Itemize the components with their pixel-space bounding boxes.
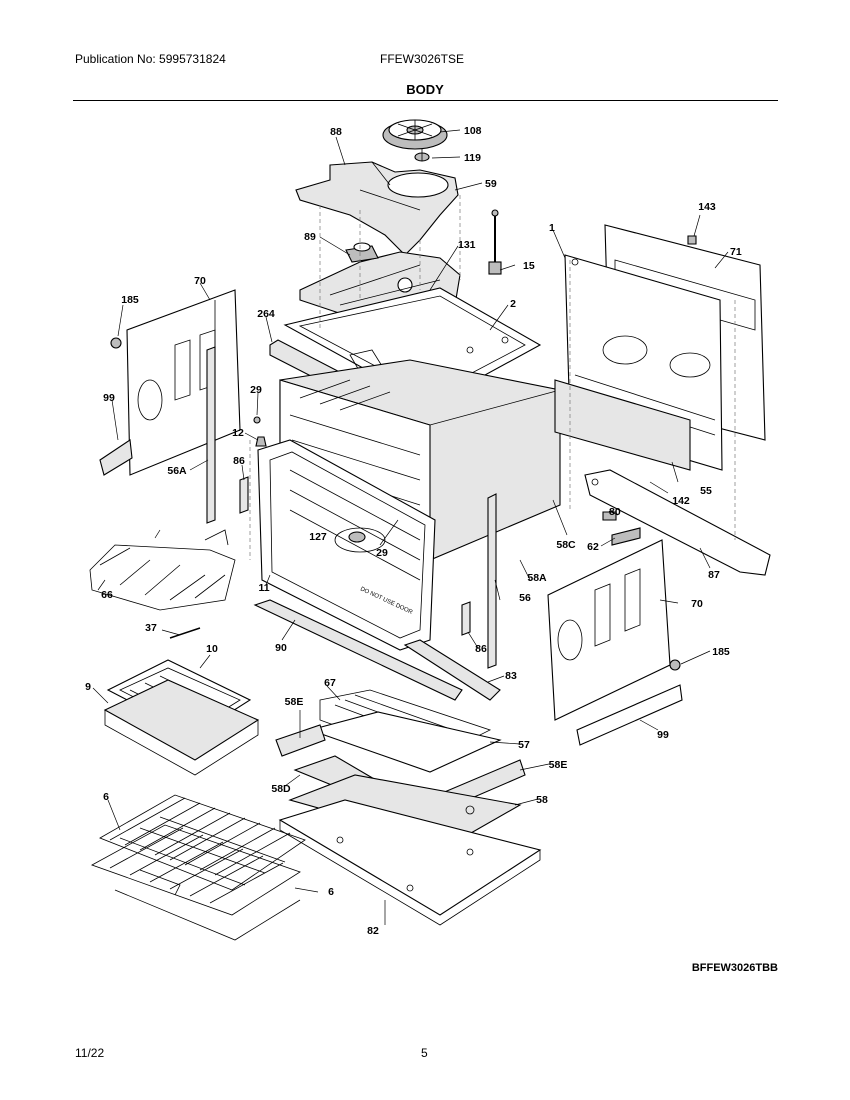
revision-date: 11/22 <box>75 1046 105 1060</box>
sensor-probe-part <box>488 209 502 275</box>
callout-58C: 58C <box>556 539 576 551</box>
callout-89: 89 <box>304 231 316 243</box>
callout-67: 67 <box>324 677 336 689</box>
callout-264: 264 <box>257 308 275 320</box>
right-foot-part <box>669 659 681 671</box>
callout-80: 80 <box>609 506 621 518</box>
callout-66: 66 <box>101 589 113 601</box>
callout-99-right: 99 <box>657 729 669 741</box>
callout-6-top: 6 <box>103 791 109 803</box>
limit-switch-part <box>345 242 379 263</box>
drawing-code: BFFEW3026TBB <box>691 962 778 974</box>
callout-59: 59 <box>485 178 497 190</box>
bottom-panel-part <box>308 711 502 773</box>
bake-cover-rail-part <box>403 639 501 701</box>
callout-1: 1 <box>549 222 555 234</box>
callout-127: 127 <box>309 531 327 543</box>
callout-86-right: 86 <box>475 643 487 655</box>
callout-142: 142 <box>672 495 690 507</box>
callout-71: 71 <box>730 246 742 258</box>
bottom-rear-rail-part <box>584 469 771 576</box>
callout-37: 37 <box>145 622 157 634</box>
callout-87: 87 <box>708 569 720 581</box>
fan-motor-part <box>382 119 448 150</box>
callout-15: 15 <box>523 260 535 272</box>
callout-185-right: 185 <box>712 646 730 658</box>
callout-70-right: 70 <box>691 598 703 610</box>
model-number: FFEW3026TSE <box>380 52 465 66</box>
bottom-tray-part <box>278 799 542 926</box>
broiler-pan-part <box>103 679 260 776</box>
page-title: BODY <box>406 82 444 97</box>
left-rail-part <box>206 346 216 524</box>
callout-9: 9 <box>85 681 91 693</box>
left-foot-part <box>110 337 122 349</box>
callout-58E-left: 58E <box>285 696 304 708</box>
publication-number: Publication No: 5995731824 <box>75 52 226 66</box>
fan-bracket-part <box>414 149 430 162</box>
door-liner-part: DO NOT USE DOOR <box>257 439 436 651</box>
callout-99-left: 99 <box>103 392 115 404</box>
right-rail-part <box>487 493 497 669</box>
top-clip-part <box>687 235 697 245</box>
callout-11: 11 <box>258 582 269 594</box>
front-trim-part <box>253 599 463 701</box>
callout-57: 57 <box>518 739 530 751</box>
callout-56A: 56A <box>167 465 187 477</box>
callout-70-left: 70 <box>194 275 206 287</box>
callout-131: 131 <box>458 239 476 251</box>
callout-108: 108 <box>464 125 482 137</box>
callout-58E-right: 58E <box>549 759 568 771</box>
broil-element-part <box>89 529 236 611</box>
left-trim-part <box>99 439 133 476</box>
callout-62: 62 <box>587 541 599 553</box>
small-fastener-part <box>169 416 641 639</box>
page-number: 5 <box>421 1046 428 1060</box>
callout-58: 58 <box>536 794 548 806</box>
callout-2: 2 <box>510 298 516 310</box>
callout-86-left: 86 <box>233 455 245 467</box>
callout-119: 119 <box>464 152 481 164</box>
callout-90: 90 <box>275 642 287 654</box>
callout-185-left: 185 <box>121 294 139 306</box>
callout-58A: 58A <box>527 572 547 584</box>
right-trim-part <box>576 684 683 746</box>
callout-58D: 58D <box>271 783 291 795</box>
insulation-left-part <box>275 724 326 757</box>
small-hinge-right-part <box>461 601 471 636</box>
rear-bracket-part <box>554 379 691 471</box>
callout-6-bottom: 6 <box>328 886 334 898</box>
callout-10: 10 <box>206 643 218 655</box>
right-side-panel-part <box>547 539 671 721</box>
oven-rack-upper-part <box>99 794 306 891</box>
oven-rack-lower-part <box>91 824 301 941</box>
callout-55: 55 <box>700 485 712 497</box>
callout-83: 83 <box>505 670 517 682</box>
left-side-panel-part <box>126 289 241 476</box>
callout-29-top: 29 <box>250 384 262 396</box>
header-rule <box>73 100 778 101</box>
callout-88: 88 <box>330 126 342 138</box>
callout-12: 12 <box>232 427 244 439</box>
callout-56: 56 <box>519 592 531 604</box>
small-hinge-left-part <box>239 476 249 514</box>
callout-143: 143 <box>698 201 716 213</box>
callout-82: 82 <box>367 925 379 937</box>
callout-29-mid: 29 <box>376 547 388 559</box>
